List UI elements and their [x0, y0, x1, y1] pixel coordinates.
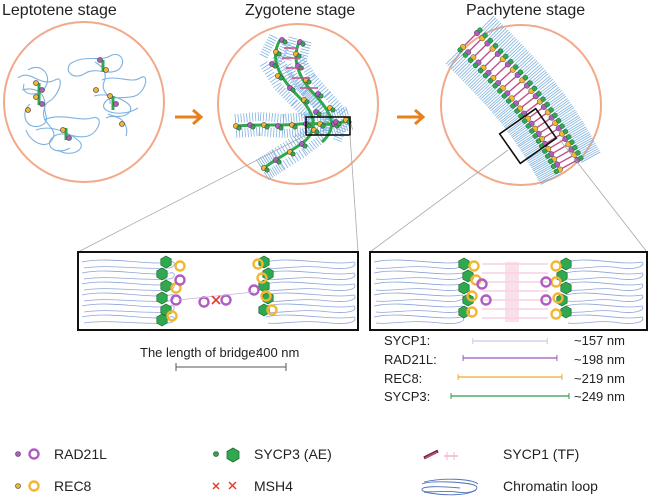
msh4-icon — [212, 481, 237, 490]
measure-bar-rad21l — [462, 355, 558, 361]
measurement-bars — [450, 338, 570, 399]
legend-label-rad21l: RAD21L — [54, 446, 107, 462]
legend-label-msh4: MSH4 — [254, 478, 293, 494]
arrow-icon — [397, 108, 426, 126]
measure-name-rec8: REC8: — [384, 371, 423, 386]
pachytene-circle — [440, 24, 602, 186]
leptotene-cohesins — [25, 57, 125, 141]
measure-value-rad21l: ~198 nm — [574, 352, 625, 367]
zygotene-zoom-box — [305, 116, 351, 136]
rad21l-icon — [15, 448, 40, 460]
measure-value-rec8: ~219 nm — [574, 371, 625, 386]
zygotene-detail-box — [77, 251, 359, 331]
zygotene-cohesin-beads — [233, 37, 352, 173]
msh4-mark — [211, 295, 221, 305]
legend-label-sycp3: SYCP3 (AE) — [254, 446, 332, 462]
leptotene-chromosomes — [17, 53, 147, 154]
legend-label-chromatin-loop: Chromatin loop — [503, 478, 598, 494]
legend-label-rec8: REC8 — [54, 478, 92, 494]
leptotene-title: Leptotene stage — [2, 2, 117, 19]
zygotene-loops — [234, 34, 354, 180]
measure-name-sycp3: SYCP3: — [384, 389, 431, 404]
chromatin-loop-icon — [421, 478, 479, 496]
zoom-lines — [77, 134, 648, 253]
measure-value-sycp3: ~249 nm — [574, 389, 625, 404]
pach-detail-tf — [482, 262, 548, 322]
zyg-detail-axes — [156, 255, 278, 327]
bridge-scale-bar — [175, 363, 287, 371]
measure-name-rad21l: RAD21L: — [384, 352, 437, 367]
bridge-value: 400 nm — [256, 345, 300, 360]
pachytene-zoom-box — [498, 107, 558, 165]
legend-label-sycp1: SYCP1 (TF) — [503, 446, 580, 462]
pachytene-complex — [457, 27, 584, 175]
bridge-label: The length of bridge: — [140, 345, 260, 360]
zygotene-title: Zygotene stage — [245, 2, 356, 19]
leptotene-circle — [3, 21, 165, 183]
sycp3-icon — [213, 447, 240, 463]
rec8-icon — [15, 480, 40, 492]
measure-value-sycp1: ~157 nm — [574, 333, 625, 348]
measure-bar-sycp1 — [472, 338, 548, 344]
pachytene-title: Pachytene stage — [466, 2, 586, 19]
measure-bar-rec8 — [457, 374, 563, 380]
pach-detail-axes — [458, 257, 572, 320]
arrow-icon — [175, 108, 204, 126]
zygotene-circle — [217, 23, 379, 185]
measure-name-sycp1: SYCP1: — [384, 333, 431, 348]
leptotene-axes — [37, 60, 115, 140]
sycp1-icon — [423, 449, 458, 460]
measure-bar-sycp3 — [450, 393, 570, 399]
zygotene-tf — [282, 47, 318, 89]
